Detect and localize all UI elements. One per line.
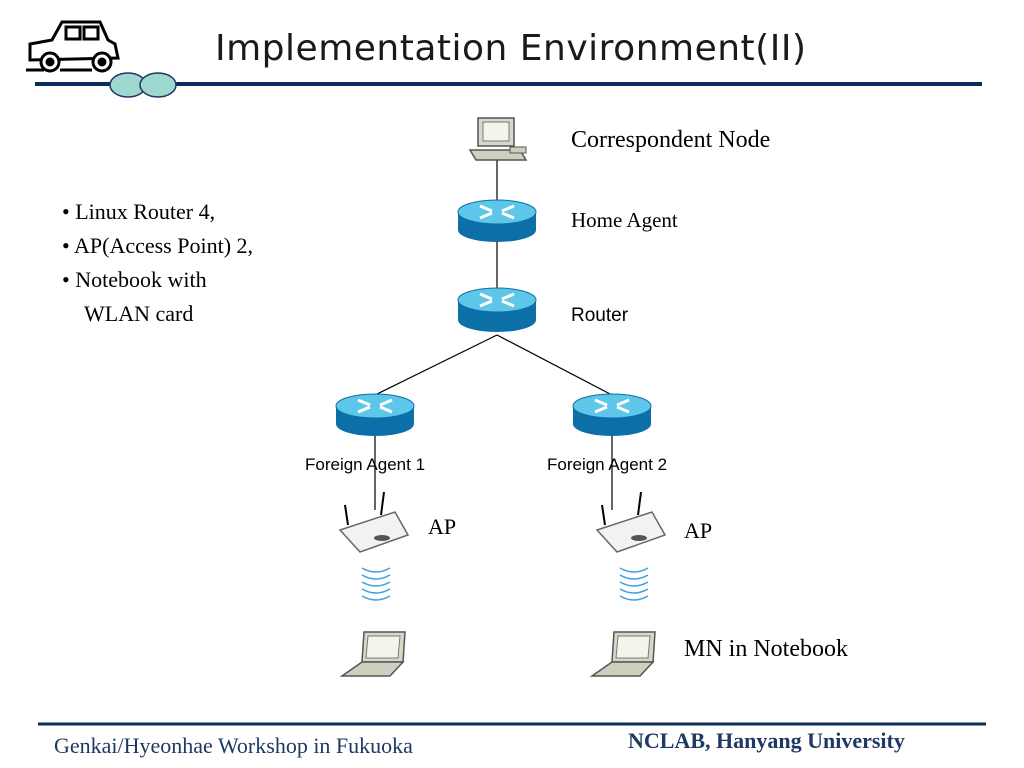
foreign-agent-2-label: Foreign Agent 2 <box>547 455 668 474</box>
bullet-item: • AP(Access Point) 2, <box>62 233 254 258</box>
mobile-node-label: MN in Notebook <box>684 636 848 662</box>
link-router-fa1 <box>374 334 498 396</box>
bubble-ornament <box>109 72 177 98</box>
bullet-item-continuation: WLAN card <box>84 301 194 326</box>
slide-title: Implementation Environment(II) <box>215 28 807 69</box>
footer-left-text: Genkai/Hyeonhae Workshop in Fukuoka <box>54 733 413 758</box>
bullet-item: • Linux Router 4, <box>62 199 216 224</box>
router-icon-foreign-agent-2 <box>572 393 652 436</box>
laptop-icon-left <box>339 631 406 677</box>
home-agent-label: Home Agent <box>571 208 678 232</box>
desktop-computer-icon <box>468 117 528 161</box>
ap-left-label: AP <box>428 514 457 539</box>
access-point-icon-right <box>595 491 667 553</box>
bullet-item: • Notebook with <box>62 267 207 292</box>
laptop-icon-right <box>589 631 656 677</box>
wireless-signal-icon-left <box>361 567 391 601</box>
footer-right-text: NCLAB, Hanyang University <box>628 728 905 753</box>
access-point-icon-left <box>338 491 410 553</box>
router-label: Router <box>571 305 629 326</box>
link-router-fa2 <box>496 334 613 396</box>
ap-right-label: AP <box>684 518 713 543</box>
router-icon-foreign-agent-1 <box>335 393 415 436</box>
foreign-agent-1-label: Foreign Agent 1 <box>305 455 426 474</box>
vintage-car-icon <box>26 20 120 73</box>
router-icon-router <box>457 287 537 332</box>
bullet-list: • Linux Router 4, • AP(Access Point) 2, … <box>62 195 253 331</box>
correspondent-node-label: Correspondent Node <box>571 127 771 153</box>
wireless-signal-icon-right <box>619 567 649 601</box>
network-links <box>374 160 613 510</box>
router-icon-home-agent <box>457 199 537 242</box>
